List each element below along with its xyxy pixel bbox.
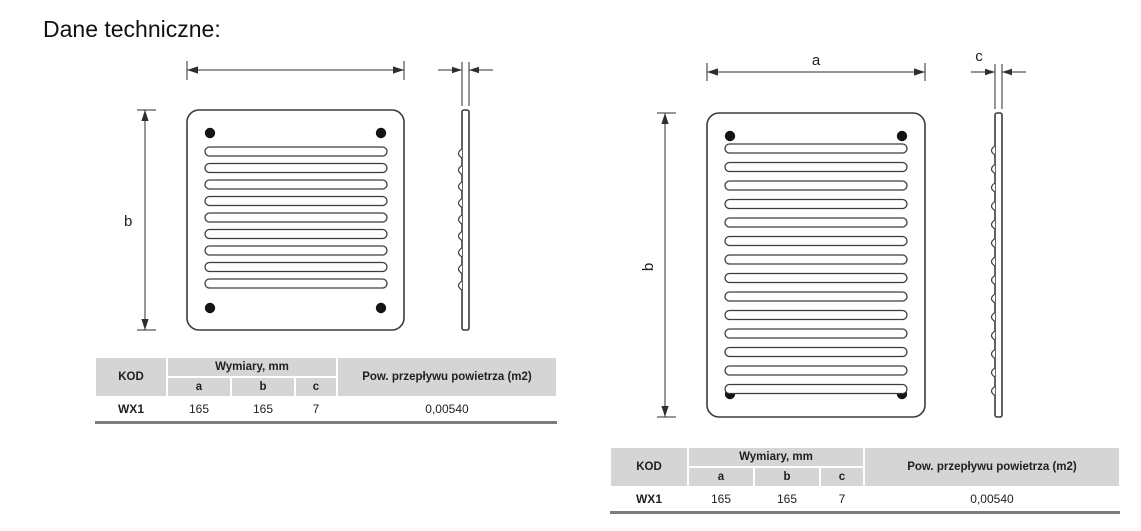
col-header-dims: Wymiary, mm (167, 357, 337, 377)
col-header-c: c (295, 377, 337, 397)
cell-flow: 0,00540 (864, 487, 1120, 511)
col-header-b: b (231, 377, 295, 397)
dimension-c: c (971, 48, 1026, 109)
page-title: Dane techniczne: (43, 16, 221, 42)
col-header-a: a (688, 467, 754, 487)
label-c: c (975, 48, 983, 65)
cell-flow: 0,00540 (337, 397, 557, 421)
spec-table-left: KOD Wymiary, mm Pow. przepływu powietrza… (95, 357, 557, 424)
diagram-square-grille: b (124, 61, 493, 331)
col-header-dims: Wymiary, mm (688, 447, 864, 467)
cell-b: 165 (754, 487, 820, 511)
louver-slats (724, 143, 908, 395)
cell-c: 7 (820, 487, 864, 511)
col-header-kod: KOD (95, 357, 167, 397)
cell-c: 7 (295, 397, 337, 421)
col-header-kod: KOD (610, 447, 688, 487)
dimension-b: b (124, 109, 156, 331)
table-row: WX1 165 165 7 0,00540 (95, 397, 557, 421)
label-b: b (124, 213, 132, 230)
col-header-flow: Pow. przepływu powietrza (m2) (864, 447, 1120, 487)
cell-a: 165 (688, 487, 754, 511)
diagram-tall-grille: a b c (640, 48, 1026, 418)
dimension-width (186, 61, 405, 80)
dimension-b: b (640, 112, 676, 418)
dimension-a: a (706, 52, 926, 81)
col-header-flow: Pow. przepływu powietrza (m2) (337, 357, 557, 397)
side-profile (994, 112, 1003, 418)
profile-louvers (457, 148, 463, 291)
cell-b: 165 (231, 397, 295, 421)
cell-kod: WX1 (95, 397, 167, 421)
label-a: a (812, 52, 821, 69)
profile-louvers (990, 145, 996, 397)
cell-a: 165 (167, 397, 231, 421)
dimension-thickness (438, 62, 493, 106)
cell-kod: WX1 (610, 487, 688, 511)
louver-slats (204, 146, 388, 289)
screw-holes (204, 127, 387, 314)
spec-table-right: KOD Wymiary, mm Pow. przepływu powietrza… (610, 447, 1120, 514)
col-header-a: a (167, 377, 231, 397)
col-header-b: b (754, 467, 820, 487)
col-header-c: c (820, 467, 864, 487)
side-profile (461, 109, 470, 331)
table-row: WX1 165 165 7 0,00540 (610, 487, 1120, 511)
label-b: b (640, 263, 657, 271)
